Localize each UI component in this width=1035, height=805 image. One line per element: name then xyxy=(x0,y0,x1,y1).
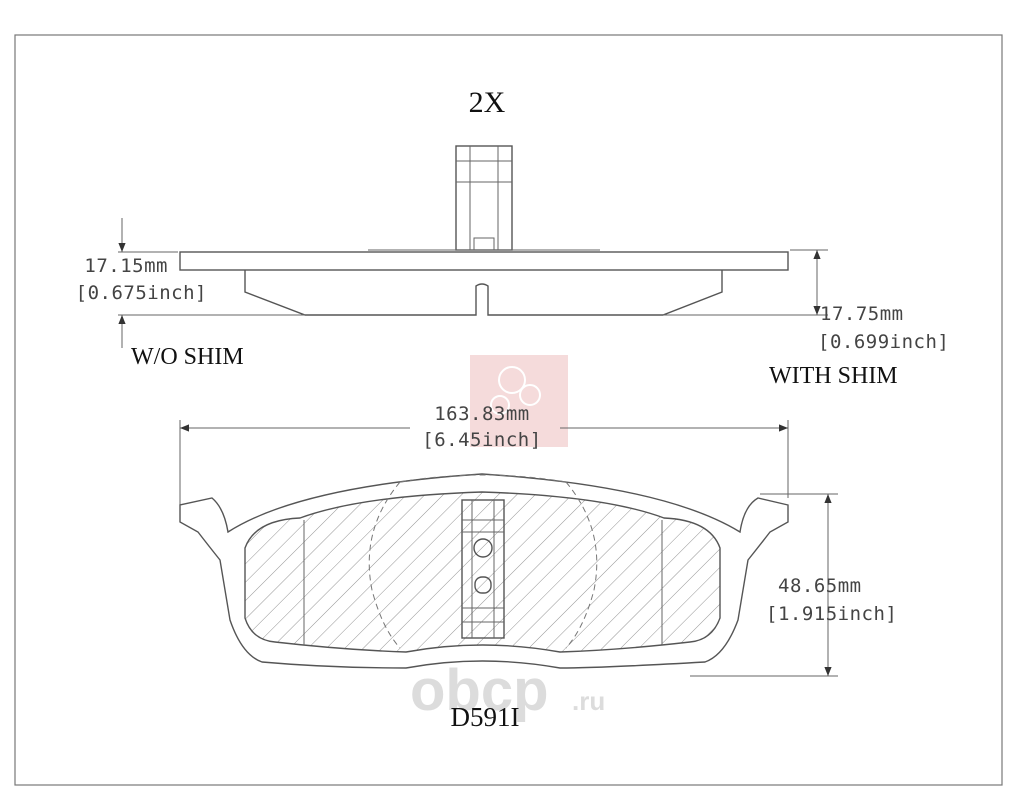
pad-side-view xyxy=(179,145,789,316)
length-dimension xyxy=(179,420,789,522)
thickness-without-shim-dimension xyxy=(118,218,305,348)
part-number: D591I xyxy=(451,702,520,732)
thickness-without-shim-inch: [0.675inch] xyxy=(76,282,207,304)
thickness-with-shim-inch: [0.699inch] xyxy=(818,331,949,353)
pad-front-view xyxy=(179,473,789,669)
height-inch: [1.915inch] xyxy=(766,603,897,625)
height-dimension xyxy=(690,493,838,677)
height-mm: 48.65mm xyxy=(778,575,862,597)
drawing-border xyxy=(14,34,1003,786)
quantity-label: 2X xyxy=(469,86,506,119)
thickness-with-shim-mm: 17.75mm xyxy=(820,303,904,325)
watermark-brand: obcp xyxy=(410,658,549,723)
with-shim-label: WITH SHIM xyxy=(769,363,898,389)
thickness-with-shim-dimension xyxy=(663,249,828,316)
without-shim-label: W/O SHIM xyxy=(131,344,244,370)
thickness-without-shim-mm: 17.15mm xyxy=(84,255,168,277)
length-inch: [6.45inch] xyxy=(422,429,541,451)
watermark-tld: .ru xyxy=(572,686,605,716)
length-mm: 163.83mm xyxy=(434,403,530,425)
watermark-logo xyxy=(470,355,568,447)
